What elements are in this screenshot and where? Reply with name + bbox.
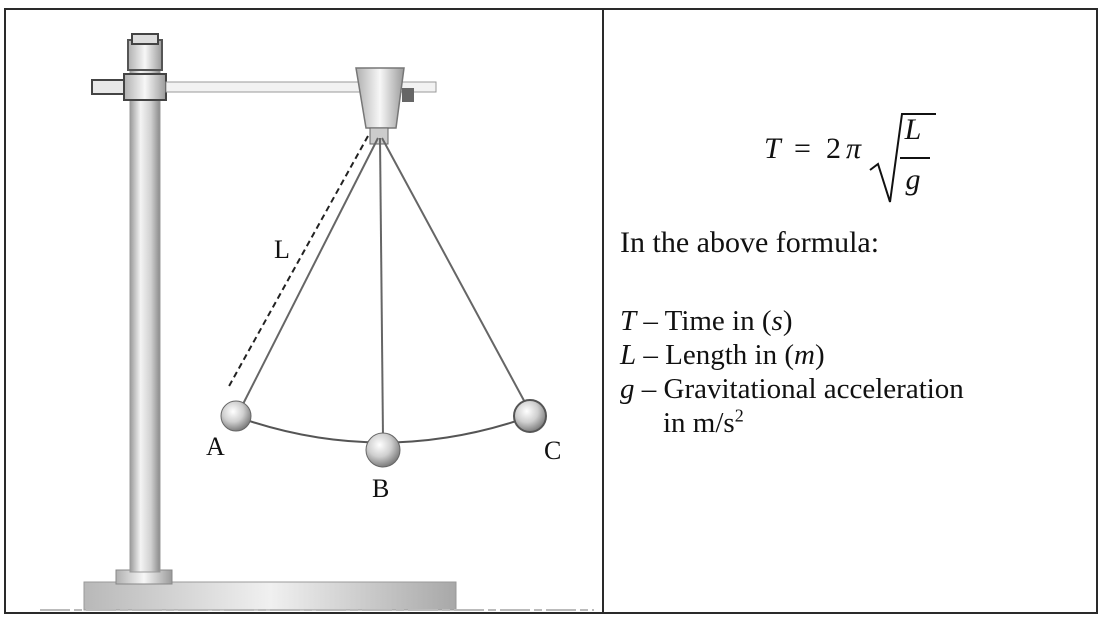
unit: s: [771, 305, 783, 337]
paren: ): [782, 305, 793, 337]
pendulum-diagram: L A B C: [6, 10, 602, 612]
unit: m: [794, 339, 815, 371]
label-b: B: [372, 474, 389, 503]
clamp-screw: [91, 79, 125, 95]
period-formula: T = 2 π L g: [764, 70, 1024, 203]
formula-coefficient: 2: [826, 132, 841, 165]
definition-gravity: g – Gravitational acceleration: [620, 372, 964, 406]
label-c: C: [544, 436, 561, 465]
bob-b: [365, 432, 401, 468]
symbol-l: L: [620, 339, 637, 371]
definition-text: Time in (: [664, 305, 772, 337]
formula-equals: =: [794, 132, 811, 165]
formula-intro: In the above formula:: [620, 226, 880, 259]
formula-period-symbol: T: [764, 132, 781, 165]
unit-exponent: 2: [734, 405, 744, 426]
formula-numerator: L: [904, 113, 922, 146]
stand-base: [83, 581, 457, 611]
pole-clamp: [123, 73, 167, 101]
definition-text: Length in (: [665, 339, 794, 371]
unit-text: in m/s: [663, 407, 735, 439]
bob-c: [513, 399, 547, 433]
dash: –: [634, 373, 664, 405]
gravity-unit: in m/s2: [620, 406, 964, 440]
string-to-a: [239, 137, 379, 411]
label-a: A: [206, 432, 225, 461]
definition-period: T – Time in (s): [620, 304, 964, 338]
length-indicator: [227, 135, 369, 389]
string-to-c: [381, 137, 529, 409]
pole-cap-top: [131, 33, 159, 45]
figure-frame: [4, 8, 1098, 614]
symbol-t: T: [620, 305, 637, 337]
formula-denominator: g: [905, 163, 921, 196]
paren: ): [814, 339, 825, 371]
stand-pole: [129, 69, 161, 573]
pendulum-svg: L A B C: [40, 33, 594, 611]
label-length: L: [274, 235, 290, 264]
definition-text: Gravitational acceleration: [663, 373, 964, 405]
pendulum-holder: [355, 67, 405, 129]
definition-length: L – Length in (m): [620, 338, 964, 372]
holder-knob: [402, 88, 414, 102]
dash: –: [636, 305, 665, 337]
bob-a: [220, 400, 252, 432]
symbol-g: g: [620, 373, 635, 405]
variable-definitions: T – Time in (s) L – Length in (m) g – Gr…: [620, 304, 964, 440]
panel-divider: [602, 8, 604, 614]
square-root-sign: [869, 113, 936, 203]
explanation-panel: T = 2 π L g In the above formula: T – Ti…: [604, 10, 1096, 612]
support-arm: [165, 81, 437, 93]
pivot-block: [369, 127, 389, 145]
formula-pi: π: [846, 132, 862, 165]
string-to-b: [379, 137, 384, 439]
dash: –: [636, 339, 666, 371]
